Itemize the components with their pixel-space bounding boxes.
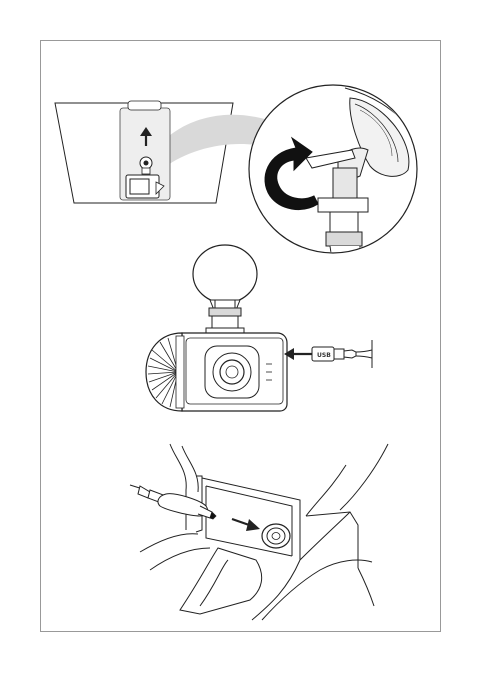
left-arrow-icon xyxy=(284,348,313,360)
suction-cup-icon xyxy=(193,245,257,334)
usb-plug-icon: USB xyxy=(312,340,372,368)
right-arrow-icon xyxy=(232,519,260,531)
socket-icon xyxy=(262,524,290,548)
usb-symbol: USB xyxy=(317,352,331,359)
figure-usb-connection: USB xyxy=(146,245,372,411)
figure-car-charger xyxy=(130,444,388,620)
car-charger-icon xyxy=(130,485,216,519)
camera-icon xyxy=(126,175,164,198)
camera-body-icon xyxy=(146,333,287,411)
figure-windshield-mount xyxy=(55,85,430,260)
